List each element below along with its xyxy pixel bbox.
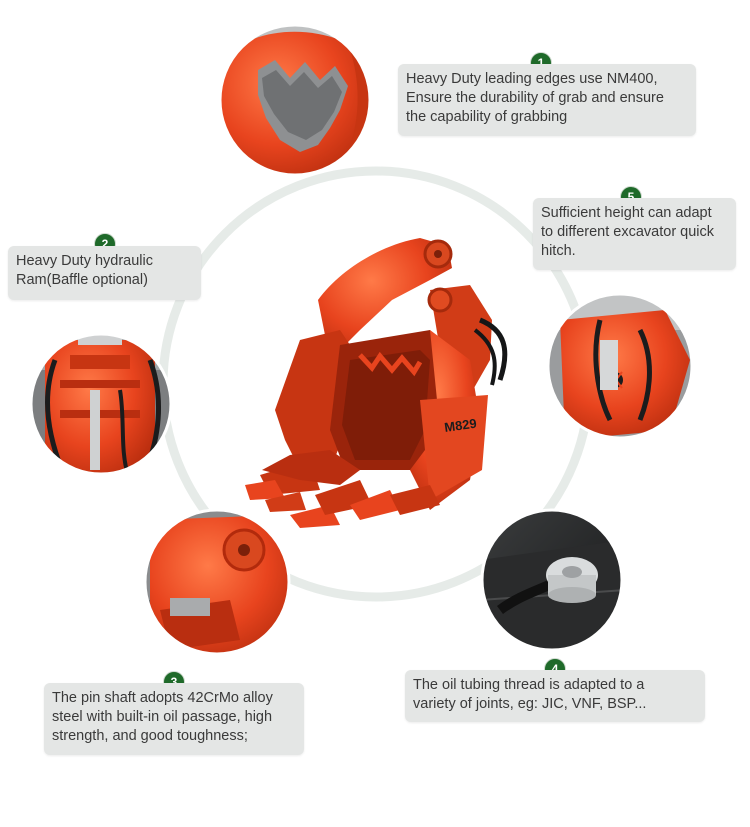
callout-text-line: Ensure the durability of grab and ensure xyxy=(406,90,664,106)
callout-text-line: Sufficient height can adapt xyxy=(541,205,712,221)
callout-text-line: Ram(Baffle optional) xyxy=(16,272,148,288)
callout-pin-shaft: The pin shaft adopts 42CrMo alloy steel … xyxy=(44,683,304,755)
callout-hydraulic-ram: Heavy Duty hydraulic Ram(Baffle optional… xyxy=(8,246,201,300)
callout-text-line: the capability of grabbing xyxy=(406,109,568,125)
callout-text-line: Heavy Duty hydraulic xyxy=(16,253,153,269)
detail-photo-pin-shaft xyxy=(145,510,289,654)
callout-hitch-height: Sufficient height can adapt to different… xyxy=(533,198,736,270)
callout-text-line: Heavy Duty leading edges use NM400, xyxy=(406,71,658,87)
callout-text-line: hitch. xyxy=(541,243,576,259)
grab-product-illustration: M829 xyxy=(245,238,508,528)
callout-text-line: variety of joints, eg: JIC, VNF, BSP... xyxy=(413,696,647,712)
callout-text-line: steel with built-in oil passage, high xyxy=(52,709,273,725)
callout-oil-tubing: The oil tubing thread is adapted to a va… xyxy=(405,670,705,722)
callout-leading-edges: Heavy Duty leading edges use NM400, Ensu… xyxy=(398,64,696,136)
brand-mark: M829 xyxy=(443,416,477,435)
detail-photo-hitch-height xyxy=(548,294,692,438)
detail-photo-leading-edges xyxy=(220,25,370,175)
callout-text-line: The oil tubing thread is adapted to a xyxy=(413,677,645,693)
callout-text-line: The pin shaft adopts 42CrMo alloy xyxy=(52,690,273,706)
detail-photo-hydraulic-ram xyxy=(31,334,171,474)
callout-text-line: strength, and good toughness; xyxy=(52,728,248,744)
callout-text-line: to different excavator quick xyxy=(541,224,715,240)
detail-photo-oil-fitting xyxy=(482,510,622,650)
